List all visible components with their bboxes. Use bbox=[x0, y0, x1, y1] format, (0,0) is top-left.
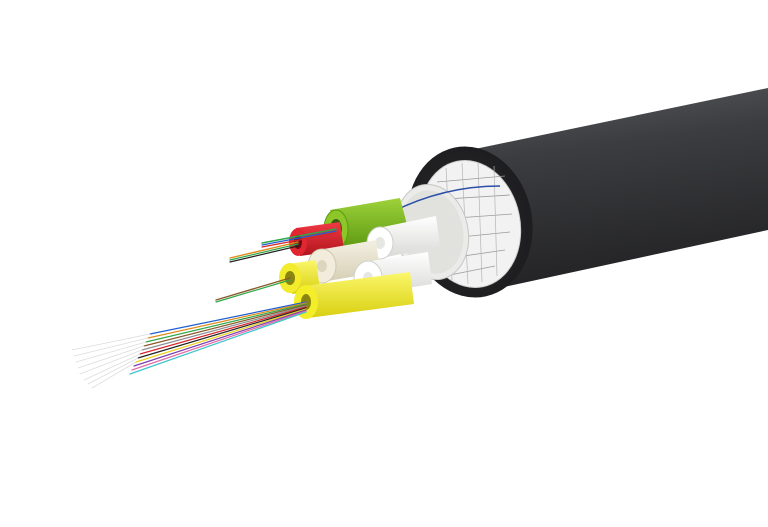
fiber-bundle-yellow-1 bbox=[215, 277, 291, 303]
fiber-bundle-green bbox=[261, 228, 337, 248]
fiber-bundle-red bbox=[229, 241, 299, 263]
fanned-fibers bbox=[71, 301, 307, 389]
